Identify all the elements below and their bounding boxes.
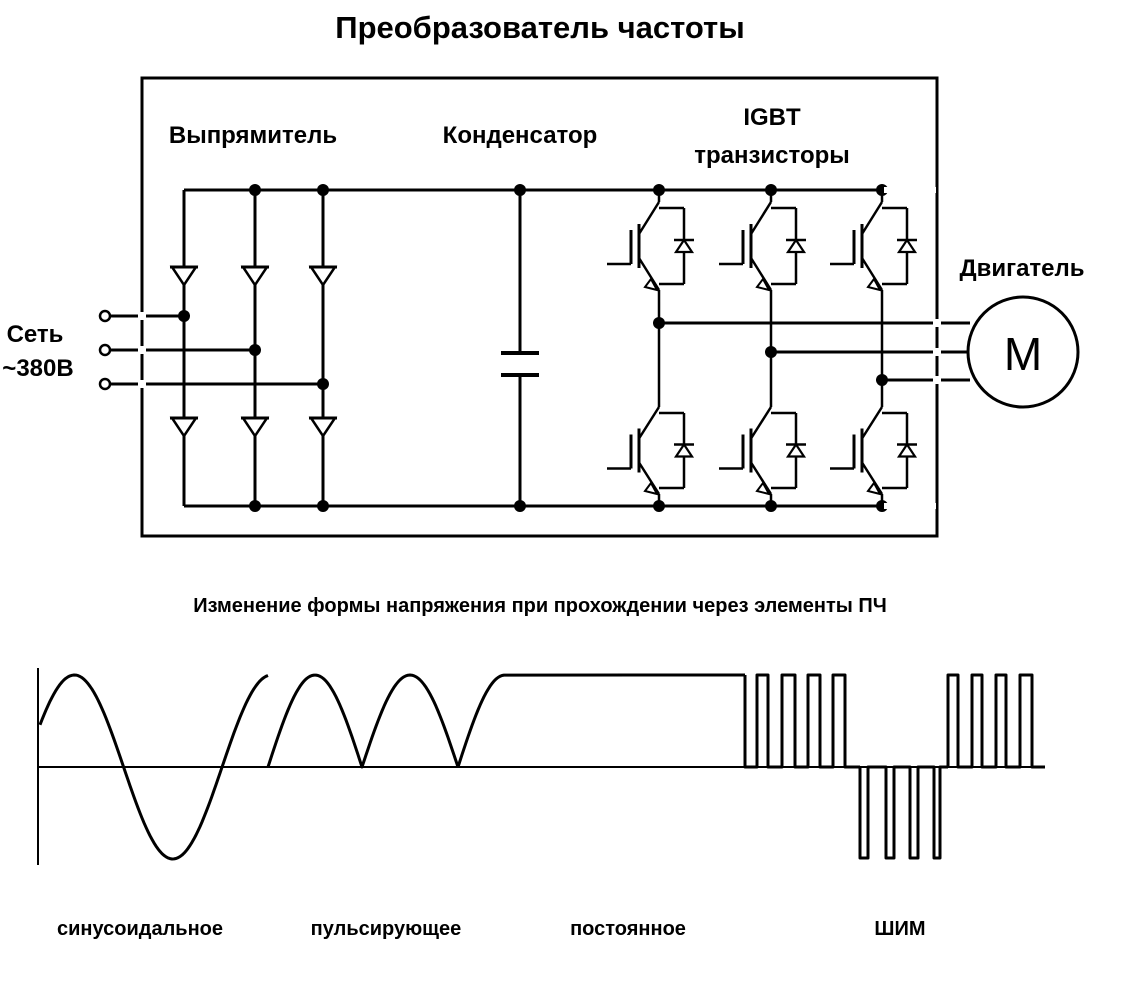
diode-triangle [169, 416, 199, 439]
diode-triangle [240, 416, 270, 439]
igbt-transistor-icon [830, 190, 909, 302]
junction-dot [249, 344, 261, 356]
emitter-arrow [866, 481, 882, 496]
collector-diag [637, 406, 661, 440]
diode-icon [308, 265, 338, 288]
sinusoidal-wave [38, 673, 269, 861]
diode-triangle [785, 442, 807, 458]
motor-symbol: M [966, 295, 1080, 409]
pwm-positive-burst [743, 673, 860, 769]
supply-terminal [98, 377, 112, 391]
page-title: Преобразователь частоты [335, 10, 744, 45]
emitter-diag [749, 461, 773, 495]
enclosure-gap [138, 380, 146, 388]
diode-icon [169, 265, 199, 288]
collector-diag [637, 201, 661, 235]
emitter-diag [637, 257, 661, 291]
emitter-arrow [643, 481, 659, 496]
freewheel-diode-icon [896, 442, 918, 458]
junction-dot [317, 500, 329, 512]
junction-dot [249, 500, 261, 512]
emitter-arrow [755, 481, 771, 496]
diode-triangle [308, 265, 338, 288]
diode-triangle [896, 238, 918, 254]
label-sinusoidal: синусоидальное [57, 918, 223, 940]
circuit-schematic [98, 184, 970, 512]
emitter-diag [860, 461, 884, 495]
igbt-label-line1: IGBT [743, 104, 801, 131]
capacitor-label: Конденсатор [443, 122, 598, 149]
constant-wave [456, 673, 746, 768]
label-pulsating: пульсирующее [311, 918, 462, 940]
junction-dot [317, 378, 329, 390]
collector-diag [749, 201, 773, 235]
voltage-waveform [37, 668, 1045, 865]
junction-dot [514, 500, 526, 512]
pulsating-wave [266, 673, 460, 769]
diode-triangle [785, 238, 807, 254]
enclosure-gap [933, 348, 941, 356]
emitter-diag [860, 257, 884, 291]
pwm-positive-burst [946, 673, 1045, 769]
diode-icon [169, 416, 199, 439]
waveform-title: Изменение формы напряжения при прохожден… [193, 595, 887, 617]
supply-terminal [98, 309, 112, 323]
igbt-transistor-icon [830, 395, 909, 506]
emitter-diag [749, 257, 773, 291]
emitter-arrow [755, 277, 771, 292]
supply-label-line2: ~380В [2, 355, 73, 382]
emitter-arrow [643, 277, 659, 292]
diode-icon [240, 416, 270, 439]
junction-dot [514, 184, 526, 196]
igbt-transistor-icon [607, 395, 686, 506]
supply-terminal [98, 343, 112, 357]
igbt-transistor-icon [719, 395, 798, 506]
emitter-arrow [866, 277, 882, 292]
enclosure-gap [138, 312, 146, 320]
diode-icon [308, 416, 338, 439]
enclosure-gap [933, 376, 941, 384]
collector-diag [749, 406, 773, 440]
diode-triangle [673, 238, 695, 254]
collector-diag [860, 201, 884, 235]
pwm-negative-burst [858, 765, 948, 860]
label-pwm: ШИМ [874, 918, 925, 940]
collector-diag [860, 406, 884, 440]
junction-dot [317, 184, 329, 196]
converter-enclosure [140, 76, 939, 538]
bus-mask [884, 503, 936, 509]
junction-dot [178, 310, 190, 322]
label-constant: постоянное [570, 918, 686, 940]
supply-label-line1: Сеть [7, 321, 64, 348]
diode-triangle [169, 265, 199, 288]
enclosure-gap [933, 319, 941, 327]
rectifier-label: Выпрямитель [169, 122, 337, 149]
freewheel-diode-icon [785, 238, 807, 254]
diode-triangle [896, 442, 918, 458]
bus-mask [884, 187, 936, 193]
igbt-transistor-icon [607, 190, 686, 302]
freewheel-diode-icon [673, 442, 695, 458]
diode-icon [240, 265, 270, 288]
freewheel-diode-icon [785, 442, 807, 458]
emitter-diag [637, 461, 661, 495]
enclosure-gap [138, 346, 146, 354]
diode-triangle [308, 416, 338, 439]
igbt-label-line2: транзисторы [694, 142, 850, 169]
junction-dot [249, 184, 261, 196]
motor-label: Двигатель [959, 255, 1084, 282]
motor-letter: M [1004, 328, 1042, 380]
diode-triangle [673, 442, 695, 458]
diode-triangle [240, 265, 270, 288]
freewheel-diode-icon [673, 238, 695, 254]
freewheel-diode-icon [896, 238, 918, 254]
igbt-transistor-icon [719, 190, 798, 302]
